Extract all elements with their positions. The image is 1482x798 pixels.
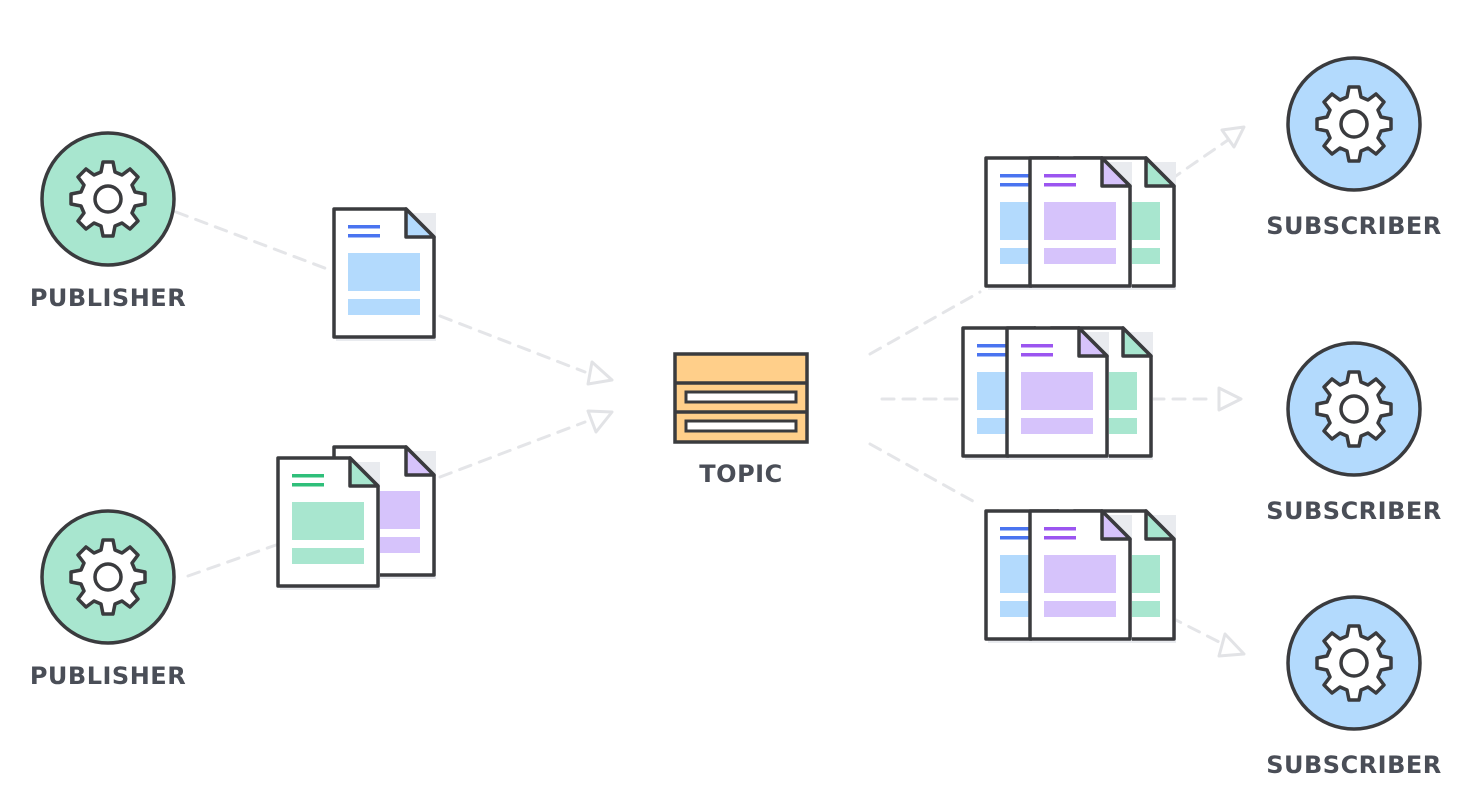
message-stack-icon (986, 158, 1176, 290)
arrow-head-icon (1217, 386, 1243, 412)
message-documents-icon (276, 445, 438, 592)
connector-doc-topic-2 (438, 420, 587, 479)
subscriber-label: SUBSCRIBER (1266, 497, 1442, 525)
publisher-node: PUBLISHER (30, 509, 186, 690)
message-stack-icon (963, 328, 1153, 460)
gear-icon (69, 160, 147, 238)
subscriber-node: SUBSCRIBER (1266, 595, 1442, 779)
publisher-node: PUBLISHER (30, 131, 186, 312)
topic-label: TOPIC (699, 460, 782, 488)
connector-stack-subscriber-3 (1168, 615, 1227, 647)
gear-icon (69, 538, 147, 616)
arrow-head-icon (1217, 632, 1246, 658)
subscriber-label: SUBSCRIBER (1266, 751, 1442, 779)
connector-stack-subscriber-1 (1168, 138, 1230, 182)
subscriber-node: SUBSCRIBER (1266, 341, 1442, 525)
message-document-icon (332, 207, 438, 343)
gear-icon (1315, 85, 1393, 163)
subscriber-label: SUBSCRIBER (1266, 212, 1442, 240)
arrow-head-icon (586, 409, 614, 434)
arrow-head-icon (586, 360, 614, 386)
subscriber-node: SUBSCRIBER (1266, 56, 1442, 240)
connector-topic-stack-1 (868, 290, 982, 356)
connector-publisher-1-doc (174, 210, 332, 272)
connector-doc-topic-1 (438, 314, 587, 374)
publisher-label: PUBLISHER (30, 662, 186, 690)
gear-icon (1315, 624, 1393, 702)
topic-node: TOPIC (673, 352, 809, 488)
connector-publisher-2-doc (186, 543, 278, 578)
message-stack-icon (986, 511, 1176, 643)
connectors (174, 125, 1246, 658)
publisher-label: PUBLISHER (30, 284, 186, 312)
gear-icon (1315, 370, 1393, 448)
connector-topic-stack-3 (868, 442, 982, 507)
message-queue-icon (673, 352, 809, 444)
arrow-head-icon (1220, 125, 1246, 149)
